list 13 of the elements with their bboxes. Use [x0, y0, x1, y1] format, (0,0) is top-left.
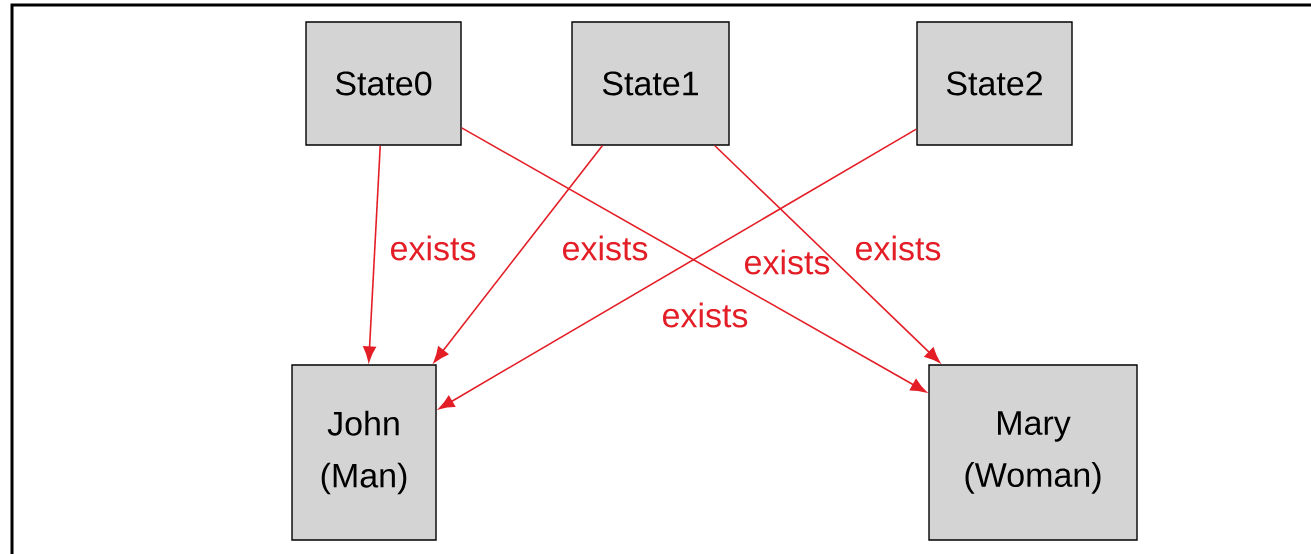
- arrow: [433, 144, 604, 363]
- state-box: State1: [571, 21, 730, 146]
- edge-label: exists: [391, 235, 476, 261]
- state-box: John (Man): [291, 364, 437, 541]
- edge-label: exists: [745, 249, 830, 275]
- state-box: State2: [916, 21, 1073, 146]
- edge-label: exists: [563, 235, 648, 261]
- state-box: Mary (Woman): [928, 364, 1138, 541]
- edge-label: exists: [856, 235, 941, 261]
- edge-label: exists: [663, 302, 748, 328]
- arrow: [363, 144, 382, 362]
- state-box: State0: [305, 21, 462, 146]
- arrow: [714, 144, 941, 363]
